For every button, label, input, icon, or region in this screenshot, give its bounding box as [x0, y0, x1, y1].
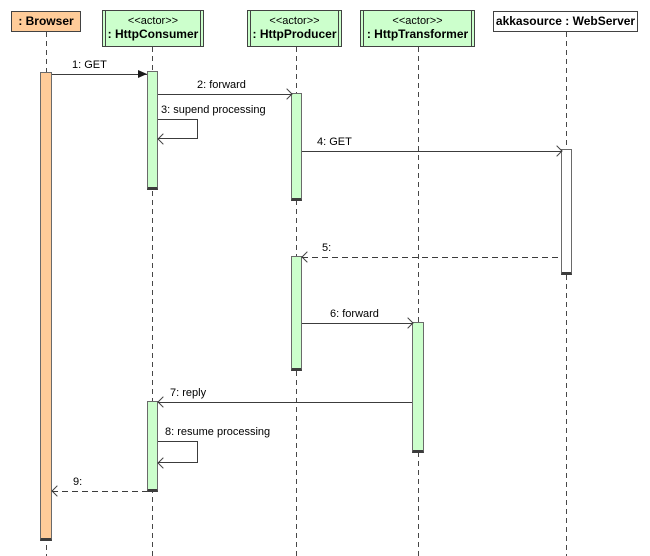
message-6-label: 6: forward: [330, 308, 379, 320]
message-1-line: [52, 74, 147, 75]
message-2-line: [158, 94, 291, 95]
actor-double-border-right: [338, 11, 339, 46]
activation-browser-0: [40, 72, 52, 541]
participant-name: : Browser: [18, 14, 74, 28]
actor-double-border-left: [105, 11, 106, 46]
participant-http-consumer: <<actor>>: HttpConsumer: [102, 10, 204, 47]
lifeline-web-server: [566, 32, 567, 556]
participant-http-producer: <<actor>>: HttpProducer: [247, 10, 342, 47]
participant-name: akkasource : WebServer: [495, 14, 636, 28]
message-5-line: [302, 257, 561, 258]
participant-stereotype: <<actor>>: [127, 15, 179, 27]
message-9-arrowhead: [51, 485, 63, 497]
message-8-label: 8: resume processing: [165, 426, 271, 438]
message-7-label: 7: reply: [170, 387, 207, 399]
activation-http-consumer-6: [147, 401, 158, 492]
activation-http-consumer-1: [147, 71, 158, 190]
message-6-line: [302, 323, 412, 324]
participant-stereotype: <<actor>>: [392, 15, 443, 27]
message-3-label: 3: supend processing: [161, 104, 266, 116]
message-5-label: 5:: [322, 242, 332, 254]
participant-http-transformer: <<actor>>: HttpTransformer: [360, 10, 475, 47]
message-8-self-loop: [158, 441, 198, 463]
message-4-label: 4: GET: [317, 136, 352, 148]
participant-name: : HttpProducer: [252, 27, 337, 41]
activation-http-producer-2: [291, 93, 302, 201]
message-9-label: 9:: [73, 476, 83, 488]
actor-double-border-right: [471, 11, 472, 46]
message-2-label: 2: forward: [197, 79, 246, 91]
message-7-arrowhead: [157, 396, 169, 408]
message-4-line: [302, 151, 561, 152]
activation-http-producer-4: [291, 256, 302, 371]
lifeline-http-transformer: [418, 47, 419, 556]
lifeline-http-consumer: [152, 47, 153, 556]
participant-name: : HttpTransformer: [366, 27, 469, 41]
actor-double-border-left: [363, 11, 364, 46]
participant-stereotype: <<actor>>: [269, 15, 320, 27]
message-1-arrowhead: [138, 70, 147, 78]
message-9-line: [52, 491, 147, 492]
message-3-self-loop: [158, 119, 198, 139]
message-7-line: [158, 402, 412, 403]
message-1-label: 1: GET: [72, 59, 107, 71]
message-5-arrowhead: [301, 251, 313, 263]
activation-http-transformer-5: [412, 322, 424, 453]
activation-web-server-3: [561, 149, 572, 275]
actor-double-border-left: [250, 11, 251, 46]
actor-double-border-right: [200, 11, 201, 46]
participant-browser: : Browser: [11, 11, 81, 32]
participant-web-server: akkasource : WebServer: [493, 11, 638, 32]
participant-name: : HttpConsumer: [107, 27, 199, 41]
